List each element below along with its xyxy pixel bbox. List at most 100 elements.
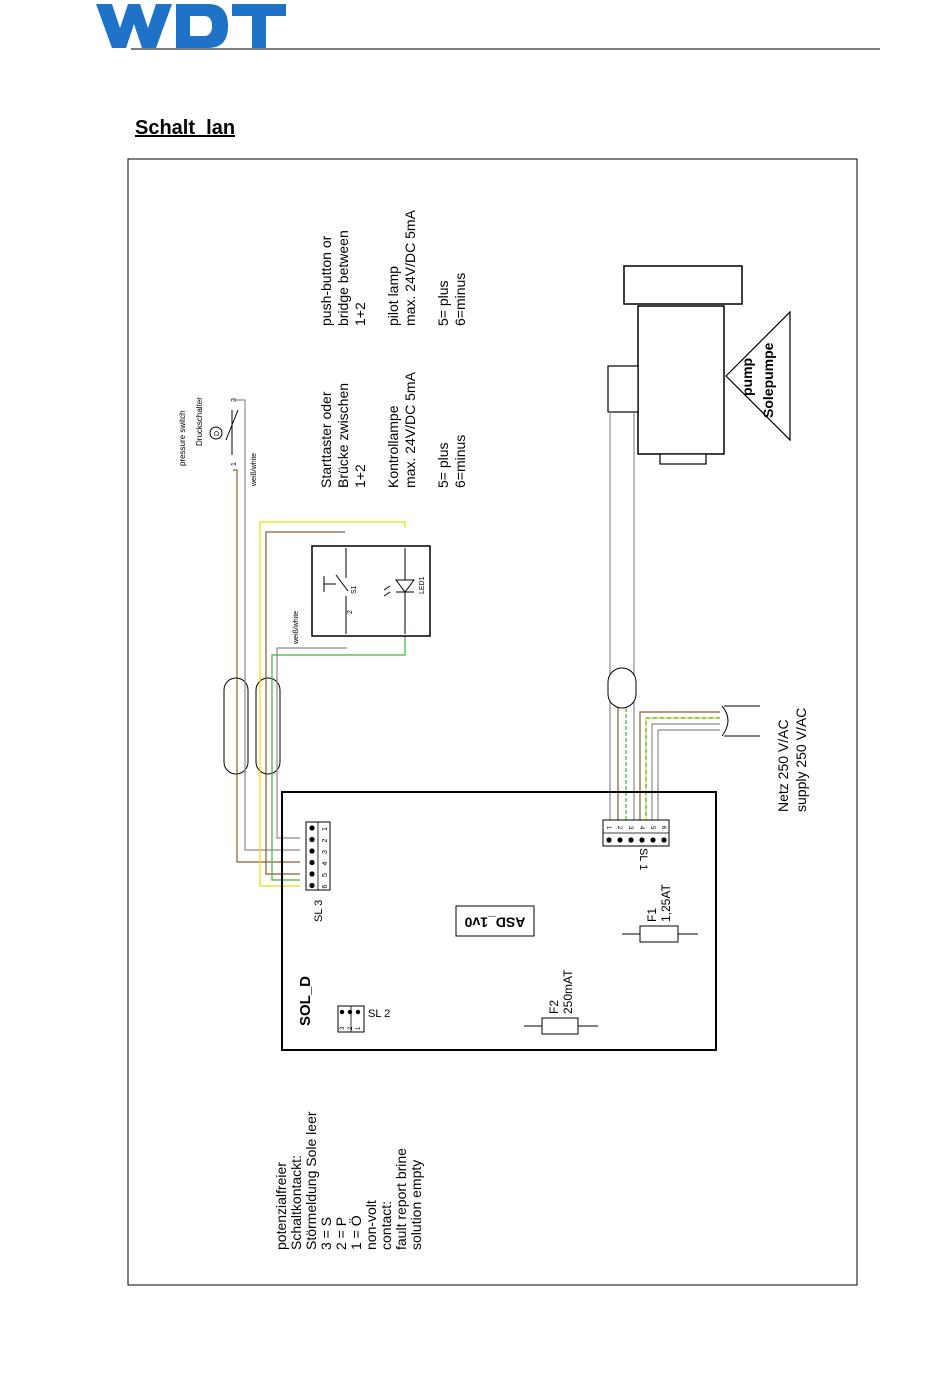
sl1-pin-number: 5 — [649, 826, 655, 830]
pcb-label: ASD_1v0 — [464, 914, 525, 930]
sl1-pin — [617, 837, 623, 843]
pump-cable — [607, 412, 637, 820]
note-en-start-2: bridge between — [335, 230, 351, 326]
sl2-pin — [355, 1009, 361, 1015]
sl3-pin-number: 6 — [322, 885, 329, 889]
note-en-lamp-2: max. 24V/DC 5mA — [402, 209, 418, 326]
mains-label-en: supply 250 V/AC — [793, 708, 809, 812]
pressure-switch-label: pressure switch — [178, 410, 187, 466]
pump: pump Solepumpe — [607, 265, 791, 465]
sl2-pin — [347, 1009, 353, 1015]
note-en-start-3: 1+2 — [352, 302, 368, 326]
f2-value: 250mAT — [561, 969, 575, 1014]
fuse-f2: F2 250mAT — [524, 969, 598, 1035]
f1-label: F1 — [645, 908, 659, 922]
sl1-pin-number: 6 — [660, 826, 666, 830]
sl1-pin-number: 4 — [638, 826, 644, 830]
pressure-switch-symbol-letter: D — [214, 431, 221, 436]
note-en-minus: 6=minus — [452, 273, 468, 326]
fault-note-2: Schaltkontackt: — [288, 1155, 304, 1250]
sl3-pin-number: 3 — [322, 850, 329, 854]
led1-label: LED1 — [419, 576, 426, 594]
sl1-pin — [650, 837, 656, 843]
sl3-pin — [309, 825, 315, 831]
note-de-minus: 6=minus — [452, 435, 468, 488]
s1-pin-2: 2 — [347, 610, 354, 614]
pressure-switch-label-de: Druckschalter — [195, 397, 204, 446]
pump-terminal — [607, 365, 639, 413]
note-de-lamp-1: Kontrollampe — [385, 405, 401, 488]
sl3-pin-number: 4 — [322, 862, 329, 866]
sl1-connector: 1 2 3 4 5 6 SL 1 — [602, 819, 670, 870]
sl3-pin — [309, 848, 315, 854]
board-outline — [281, 791, 717, 1051]
sl1-pin-number: 1 — [605, 826, 611, 830]
sl2-pin-number: 3 — [340, 1026, 346, 1030]
fuse-f1: F1 1,25AT — [622, 884, 698, 943]
sl3-pin — [309, 859, 315, 866]
pump-triangle — [725, 310, 791, 442]
sl3-label: SL 3 — [313, 900, 325, 922]
note-en-lamp-1: pilot lamp — [385, 266, 401, 326]
board-name: SOL_D — [297, 976, 314, 1026]
sl3-pin — [309, 871, 315, 877]
notes-english: push-button or bridge between 1+2 pilot … — [318, 209, 468, 326]
sl2-label: SL 2 — [368, 1008, 390, 1020]
pressure-switch: pressure switch Druckschalter D 3 1 weiß… — [178, 397, 258, 487]
f1-value: 1,25AT — [659, 884, 673, 922]
pump-label: pump — [739, 358, 755, 396]
wdt-logo — [96, 4, 286, 48]
sl1-label: SL 1 — [637, 848, 649, 870]
pressure-switch-wire-label: weiß/white — [251, 453, 258, 487]
led1-symbol — [383, 548, 415, 634]
sl1-pin — [628, 837, 634, 843]
fault-note-8: contact: — [378, 1201, 394, 1250]
cable-sleeves-left — [223, 677, 281, 775]
page-title: Schalt lan — [135, 117, 235, 139]
pressure-switch-symbol — [209, 426, 223, 440]
pump-housing — [637, 305, 725, 455]
note-de-start-3: 1+2 — [352, 464, 368, 488]
fault-note-5: 2 = P — [333, 1217, 349, 1250]
note-de-start-2: Brücke zwischen — [335, 383, 351, 488]
pressure-switch-pin-1: 1 — [231, 462, 238, 466]
mains-label: Netz 250 V/AC — [775, 719, 791, 812]
sl1-pin-number: 3 — [627, 826, 633, 830]
sl3-pin-number: 1 — [322, 827, 329, 831]
pcb-label-box — [455, 905, 535, 937]
fault-note-7: non-volt — [363, 1200, 379, 1250]
sl2-pin-number: 2 — [348, 1026, 354, 1030]
pump-label-de: Solepumpe — [760, 342, 776, 418]
mains-cable — [639, 705, 760, 820]
s1-label: S1 — [351, 585, 358, 594]
sl3-pin — [309, 836, 315, 843]
fault-note-3: Störmeldung Sole leer — [303, 1111, 319, 1250]
sl1-pin — [606, 837, 612, 843]
diagram-frame — [127, 158, 858, 1286]
sl3-connector: 1 2 3 4 5 6 SL 3 — [305, 821, 331, 922]
notes-german: Starttaster oder Brücke zwischen 1+2 Kon… — [318, 371, 468, 488]
sl2-pin-number: 1 — [356, 1026, 362, 1030]
sl1-pin — [639, 837, 645, 843]
note-de-plus: 5= plus — [435, 442, 451, 488]
fault-note-4: 3 = S — [318, 1217, 334, 1250]
pump-outlet — [659, 453, 707, 465]
note-en-plus: 5= plus — [435, 280, 451, 326]
fault-note-1: potenzialfreier — [273, 1162, 289, 1250]
pressure-switch-lever — [225, 409, 239, 441]
fault-note-6: 1 = Ö — [347, 1215, 364, 1250]
sl3-pin-number: 2 — [322, 839, 329, 843]
sl3-pin-number: 5 — [322, 873, 329, 877]
fault-contact-notes: potenzialfreier Schaltkontackt: Störmeld… — [273, 1111, 424, 1250]
sl2-pin — [339, 1009, 345, 1015]
f2-label: F2 — [547, 1000, 561, 1014]
pump-motor — [623, 265, 743, 305]
note-de-start-1: Starttaster oder — [318, 391, 334, 488]
note-en-start-1: push-button or — [318, 235, 334, 326]
sl1-pin — [661, 837, 667, 843]
sl1-pin-number: 2 — [616, 826, 622, 830]
switch-box-wire-label: weiß/white — [293, 611, 300, 645]
